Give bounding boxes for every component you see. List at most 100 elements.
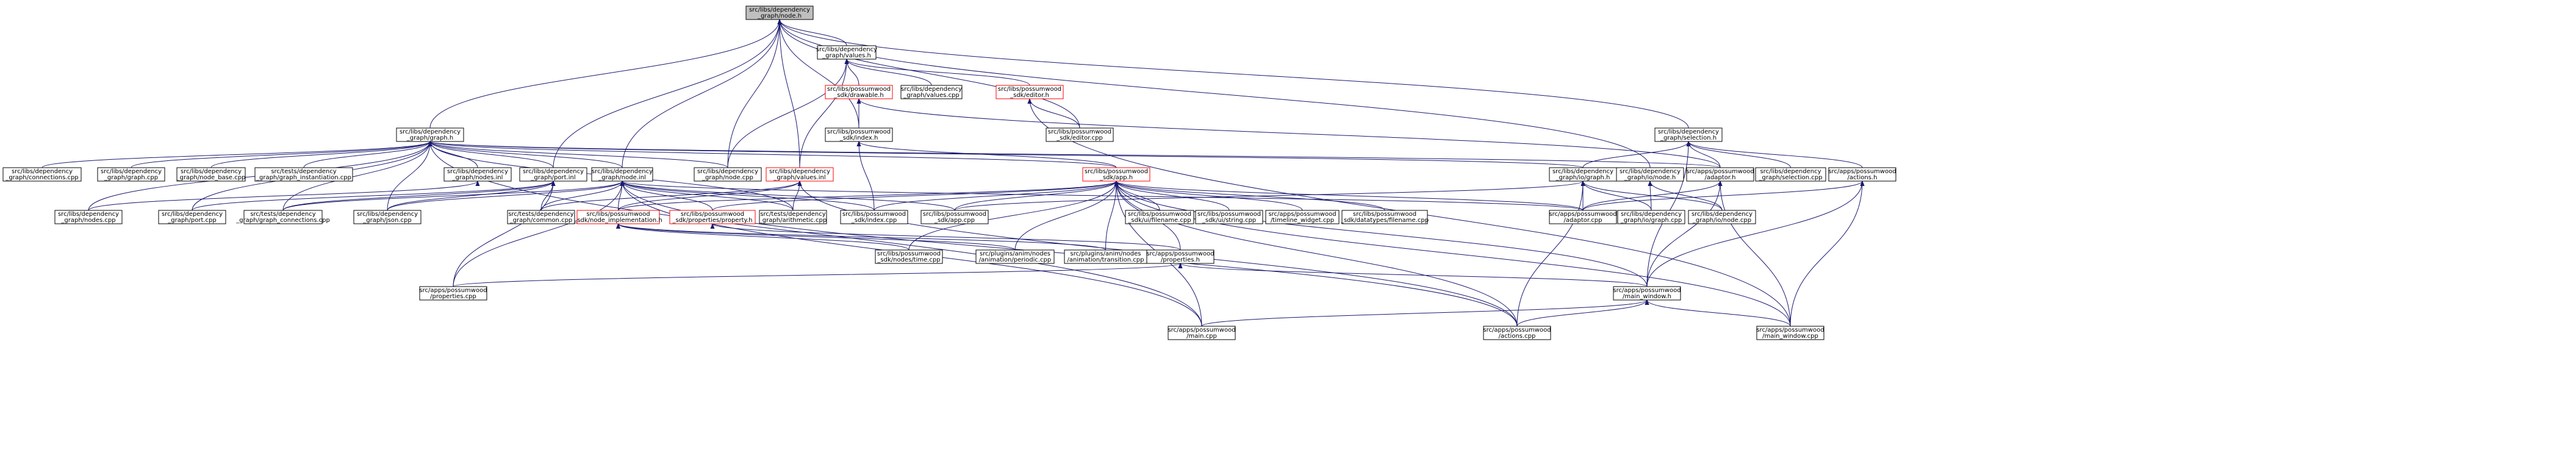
node-dg_node_base_cpp[interactable]: src/libs/dependency_graph/node_base.cpp: [176, 167, 246, 182]
node-dg_connections_cpp[interactable]: src/libs/dependency_graph/connections.cp…: [2, 167, 82, 182]
node-box: [1195, 210, 1263, 224]
node-label-line: src/libs/possumwood: [923, 211, 986, 218]
node-label-line: /main_window.cpp: [1762, 333, 1818, 340]
edge-graph_h-to-ui_graph_h: [428, 141, 1584, 168]
node-port_inl[interactable]: src/libs/dependency_graph/port.inl: [519, 167, 587, 182]
node-adaptor_h[interactable]: src/apps/possumwood/adaptor.h: [1686, 167, 1754, 182]
node-label-line: src/libs/possumwood: [842, 211, 906, 218]
node-dg_json_cpp[interactable]: src/libs/dependency_graph/json.cpp: [353, 210, 422, 224]
node-node_inl[interactable]: src/libs/dependency_graph/node.inl: [591, 167, 653, 182]
node-values_cpp[interactable]: src/libs/dependency_graph/values.cpp: [900, 85, 963, 99]
node-label-line: _graph/common.cpp: [509, 217, 573, 224]
node-adaptor_cpp[interactable]: src/apps/possumwood/adaptor.cpp: [1549, 210, 1617, 224]
node-dg_selection_cpp[interactable]: src/libs/dependency_graph/selection.cpp: [1755, 167, 1826, 182]
node-label-line: src/apps/possumwood: [1483, 327, 1551, 334]
edge-node_h-to-values_inl: [777, 19, 800, 168]
node-actions_cpp[interactable]: src/apps/possumwood/actions.cpp: [1483, 326, 1551, 340]
node-sdk_index_cpp[interactable]: src/libs/possumwood_sdk/index.cpp: [840, 210, 908, 224]
node-drawable_h[interactable]: src/libs/possumwood_sdk/drawable.h: [825, 85, 893, 99]
node-label-line: _sdk/editor.cpp: [1056, 135, 1103, 141]
node-label-line: src/libs/possumwood: [1048, 129, 1111, 135]
edge-app_h-to-sdk_index_cpp: [874, 180, 1119, 211]
node-selection_h[interactable]: src/libs/dependency_graph/selection.h: [1654, 127, 1723, 142]
node-io_graph_cpp[interactable]: src/libs/dependency_graph/io/graph.cpp: [1617, 210, 1685, 224]
node-label-line: /main_window.h: [1623, 293, 1671, 300]
node-editor_h[interactable]: src/libs/possumwood_sdk/editor.h: [996, 85, 1064, 99]
node-label-line: _sdk/app.cpp: [934, 217, 975, 224]
node-nodes_time_cpp[interactable]: src/libs/possumwood_sdk/nodes/time.cpp: [875, 249, 943, 264]
node-box: [54, 210, 123, 224]
node-sdk_app_cpp[interactable]: src/libs/possumwood_sdk/app.cpp: [920, 210, 989, 224]
edge-graph_h-to-dg_json_cpp: [387, 141, 432, 211]
node-ui_graph_h[interactable]: src/libs/dependency_graph/io/graph.h: [1549, 167, 1617, 182]
edge-app_h-to-datatypes_filename_cpp: [1114, 180, 1385, 211]
node-transition_cpp[interactable]: src/plugins/anim/nodes/animation/transit…: [1064, 249, 1147, 264]
edge-app_h-to-periodic_cpp: [1014, 180, 1119, 251]
node-app_h[interactable]: src/libs/possumwood_sdk/app.h: [1082, 167, 1150, 182]
node-label-line: src/libs/dependency: [749, 7, 810, 13]
node-box: [1617, 210, 1685, 224]
node-main_cpp[interactable]: src/apps/possumwood/main.cpp: [1168, 326, 1236, 340]
node-periodic_cpp[interactable]: src/plugins/anim/nodes/animation/periodi…: [975, 249, 1055, 264]
node-box: [1686, 167, 1754, 182]
node-label-line: /adaptor.h: [1704, 174, 1735, 181]
node-box: [669, 210, 756, 224]
node-label-line: src/libs/possumwood: [1128, 211, 1191, 218]
node-label-line: src/tests/dependency: [760, 211, 825, 218]
node-box: [1483, 326, 1551, 340]
node-timeline_widget_cpp[interactable]: src/apps/possumwood/timeline_widget.cpp: [1265, 210, 1340, 224]
node-nodes_inl[interactable]: src/libs/dependency_graph/nodes.inl: [443, 167, 512, 182]
node-label-line: src/libs/possumwood: [998, 86, 1061, 93]
edge-app_h-to-main_window_cpp: [1114, 180, 1791, 327]
node-dg_port_cpp[interactable]: src/libs/dependency_graph/port.cpp: [158, 210, 226, 224]
edge-values_h-to-values_cpp: [844, 59, 932, 86]
edge-graph_h-to-port_inl: [428, 141, 554, 168]
node-label-line: _graph/nodes.cpp: [60, 217, 115, 224]
node-box: [353, 210, 422, 224]
edge-properties_h-to-main_window_h: [1178, 263, 1648, 287]
node-graph_instantiation_cpp[interactable]: src/tests/dependency_graph/graph_instant…: [254, 167, 353, 182]
node-label-line: src/libs/possumwood: [1085, 168, 1148, 175]
edge-node_h-to-selection_h: [777, 19, 1689, 129]
node-io_node_cpp[interactable]: src/libs/dependency_graph/io/node.cpp: [1688, 210, 1756, 224]
edge-property_h-to-properties_h: [710, 223, 1181, 251]
node-ui_node_h[interactable]: src/libs/dependency_graph/io/node.h: [1616, 167, 1684, 182]
node-ui_filename_cpp[interactable]: src/libs/possumwood_sdk/ui/filename.cpp: [1125, 210, 1194, 224]
node-arithmetic_cpp[interactable]: src/tests/dependency_graph/arithmetic.cp…: [759, 210, 827, 224]
node-common_cpp[interactable]: src/tests/dependency_graph/common.cpp: [507, 210, 575, 224]
node-editor_cpp[interactable]: src/libs/possumwood_sdk/editor.cpp: [1046, 127, 1114, 142]
node-label-line: src/apps/possumwood: [1613, 287, 1681, 294]
nodes-layer: src/libs/dependency_graph/node.hsrc/libs…: [2, 5, 1896, 340]
node-datatypes_filename_cpp[interactable]: src/libs/possumwood_sdk/datatypes/filena…: [1340, 210, 1429, 224]
node-label-line: src/apps/possumwood: [1828, 168, 1896, 175]
node-property_h[interactable]: src/libs/possumwood_sdk/properties/prope…: [669, 210, 756, 224]
node-graph_connections_cpp[interactable]: src/tests/dependency_graph/graph_connect…: [235, 210, 330, 224]
node-dg_graph_cpp[interactable]: src/libs/dependency_graph/graph.cpp: [97, 167, 165, 182]
node-ui_string_cpp[interactable]: src/libs/possumwood_sdk/ui/string.cpp: [1195, 210, 1263, 224]
node-properties_h[interactable]: src/apps/possumwood/properties.h: [1146, 249, 1214, 264]
node-label-line: _sdk/app.h: [1099, 174, 1133, 181]
edge-values_inl-to-common_cpp: [540, 180, 802, 211]
node-dg_nodes_cpp[interactable]: src/libs/dependency_graph/nodes.cpp: [54, 210, 123, 224]
node-dg_node_cpp[interactable]: src/libs/dependency_graph/node.cpp: [694, 167, 762, 182]
node-node_h[interactable]: src/libs/dependency_graph/node.h: [745, 5, 814, 20]
node-main_window_h[interactable]: src/apps/possumwood/main_window.h: [1613, 286, 1681, 301]
node-main_window_cpp[interactable]: src/apps/possumwood/main_window.cpp: [1756, 326, 1824, 340]
edge-selection_h-to-dg_selection_cpp: [1686, 141, 1791, 168]
node-box: [443, 167, 512, 182]
edge-graph_h-to-dg_connections_cpp: [41, 141, 432, 168]
node-box: [900, 85, 963, 99]
node-properties_cpp[interactable]: src/apps/possumwood/properties.cpp: [419, 286, 487, 301]
edge-main_window_h-to-main_window_cpp: [1645, 299, 1791, 327]
node-graph_h[interactable]: src/libs/dependency_graph/graph.h: [396, 127, 464, 142]
node-label-line: _graph/node.h: [757, 13, 802, 20]
node-actions_h[interactable]: src/apps/possumwood/actions.h: [1828, 167, 1896, 182]
node-index_h[interactable]: src/libs/possumwood_sdk/index.h: [825, 127, 893, 142]
edge-app_h-to-timeline_widget_cpp: [1114, 180, 1303, 211]
node-values_h[interactable]: src/libs/dependency_graph/values.h: [816, 45, 877, 60]
edge-node_h-to-index_h: [777, 19, 859, 129]
node-label-line: src/libs/dependency: [1692, 211, 1753, 218]
node-node_implementation_h[interactable]: src/libs/possumwood_sdk/node_implementat…: [573, 210, 662, 224]
node-values_inl[interactable]: src/libs/dependency_graph/values.inl: [766, 167, 834, 182]
edge-actions_h-to-main_window_h: [1646, 180, 1865, 287]
